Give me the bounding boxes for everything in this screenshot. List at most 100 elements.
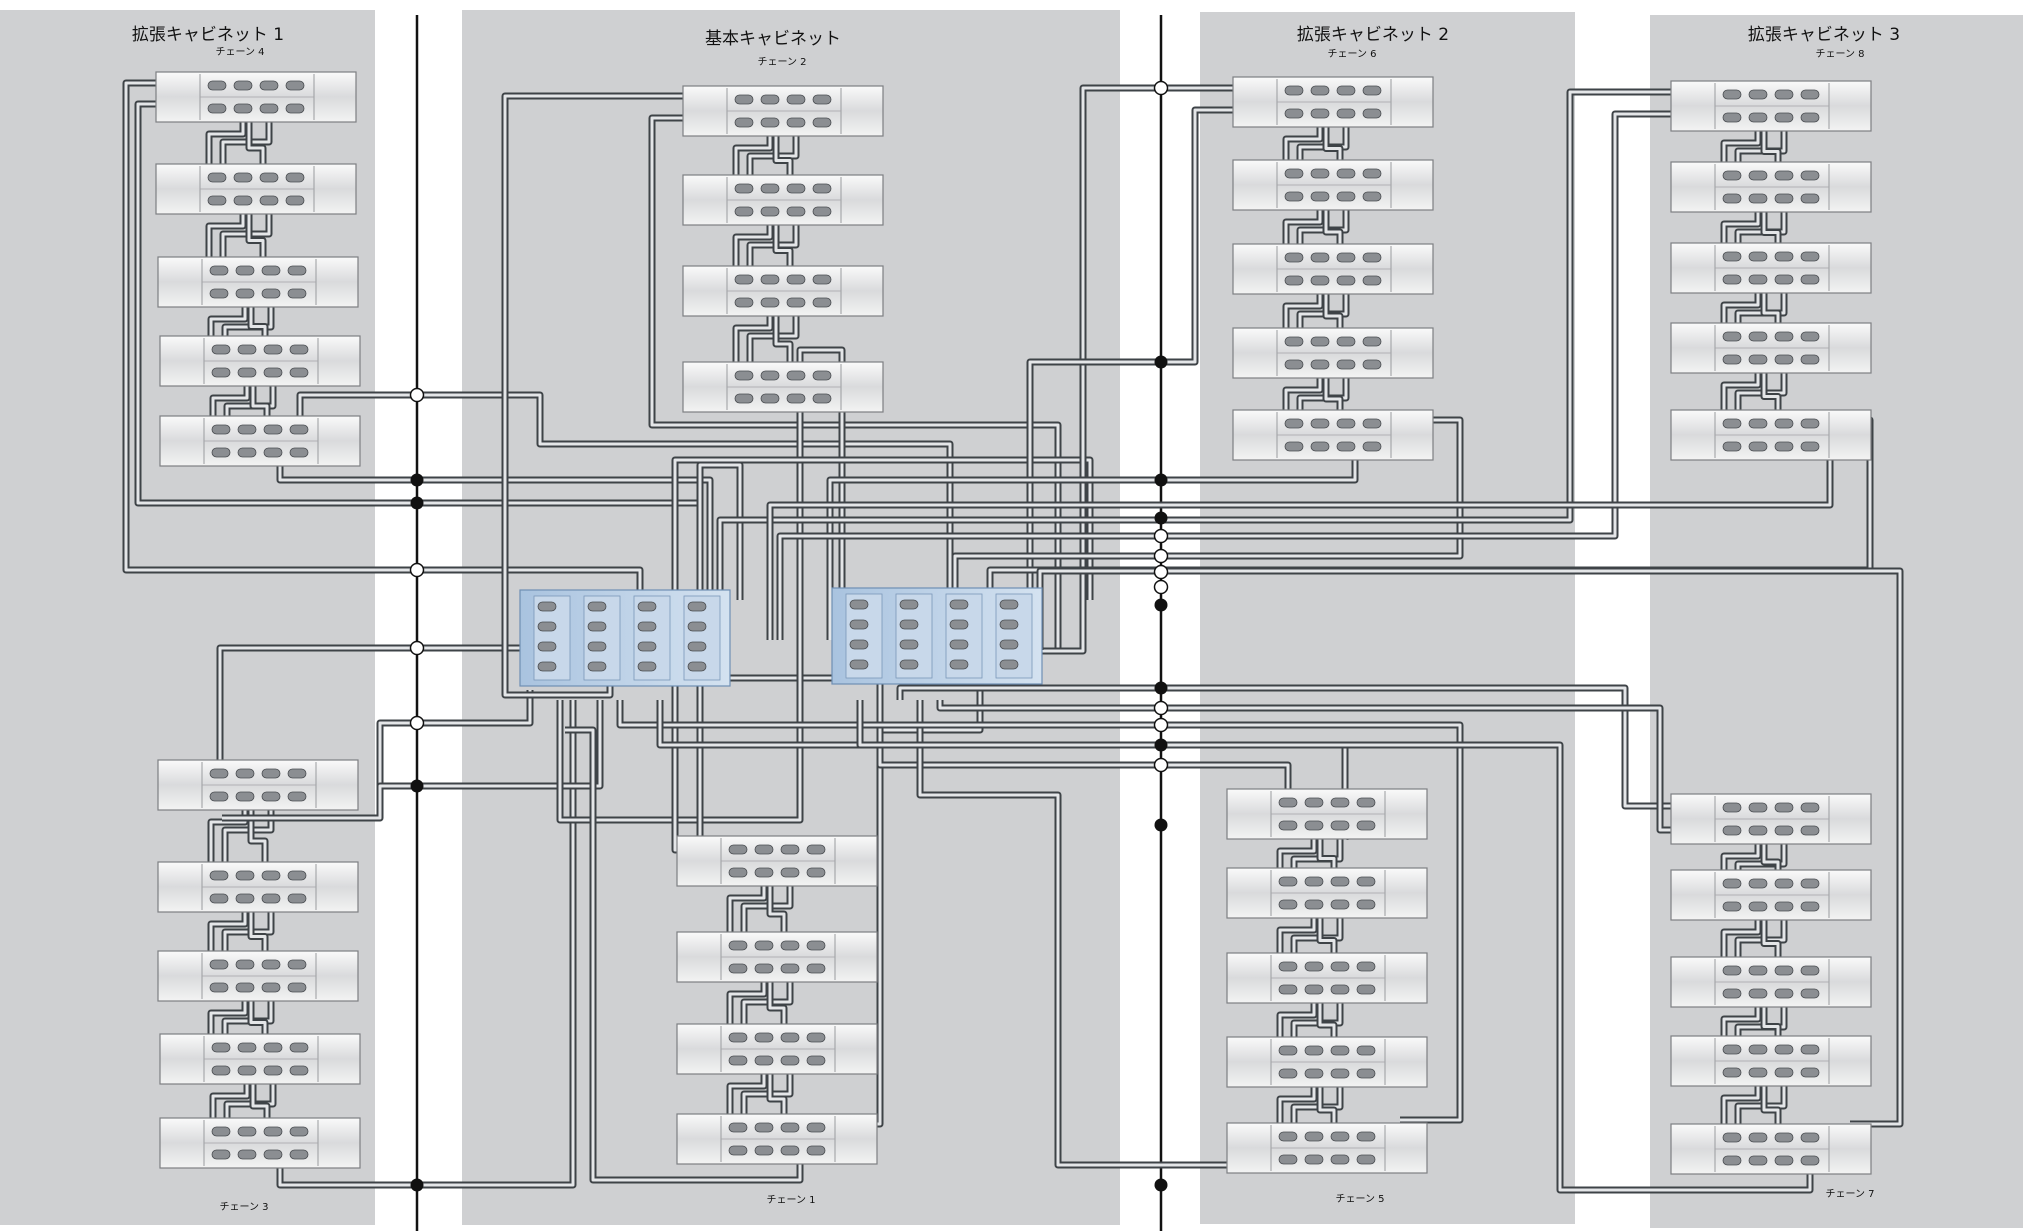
disk-shelf-chain8-4 [1670, 322, 1872, 374]
sas-port-icon [780, 867, 800, 878]
sas-port-icon [1748, 1044, 1768, 1055]
sas-port-icon [1774, 274, 1794, 285]
disk-shelf-chain7-5 [1670, 1123, 1872, 1175]
sas-port-icon [1310, 336, 1330, 347]
cable-junction-dot [1154, 598, 1168, 612]
sas-port-icon [1336, 108, 1356, 119]
sas-port-icon [899, 659, 919, 670]
sas-port-icon [211, 1126, 231, 1137]
sas-port-icon [1304, 1131, 1324, 1142]
sas-port-icon [1722, 988, 1742, 999]
sas-port-icon [812, 183, 832, 194]
sas-port-icon [1774, 354, 1794, 365]
sas-port-icon [1284, 168, 1304, 179]
disk-shelf-chain6-2 [1232, 159, 1434, 211]
sas-port-icon [261, 768, 281, 779]
sas-port-icon [211, 1065, 231, 1076]
disk-shelf-chain5-1 [1226, 788, 1428, 840]
sas-port-icon [760, 297, 780, 308]
sas-port-icon [806, 963, 826, 974]
disk-shelf-chain4-4 [159, 335, 361, 387]
cable-junction-dot [410, 779, 424, 793]
sas-port-icon [1336, 336, 1356, 347]
chain-label-2: チェーン 2 [757, 56, 806, 68]
sas-port-icon [287, 288, 307, 299]
sas-port-icon [537, 661, 557, 672]
sas-port-icon [537, 621, 557, 632]
sas-port-icon [849, 599, 869, 610]
sas-port-icon [786, 117, 806, 128]
cable-junction-dot [1154, 355, 1168, 369]
trunk-cable-core [278, 466, 712, 595]
chain-label-3: チェーン 3 [219, 1201, 268, 1213]
sas-port-icon [812, 274, 832, 285]
daisy-cable-core [768, 877, 786, 945]
sas-port-icon [806, 1055, 826, 1066]
sas-port-icon [1800, 901, 1820, 912]
sas-port-icon [1310, 359, 1330, 370]
sas-port-icon [1800, 354, 1820, 365]
sas-port-icon [949, 659, 969, 670]
chain-label-4: チェーン 4 [215, 46, 264, 58]
sas-port-icon [237, 1042, 257, 1053]
sas-port-icon [285, 103, 305, 114]
sas-port-icon [734, 274, 754, 285]
sas-port-icon [760, 206, 780, 217]
sas-port-icon [1304, 1068, 1324, 1079]
sas-port-icon [261, 870, 281, 881]
sas-port-icon [1722, 112, 1742, 123]
daisy-cable-core [774, 216, 792, 279]
sas-port-icon [780, 1145, 800, 1156]
cable-junction-dot [1153, 548, 1169, 564]
disk-shelf-chain4-1 [155, 71, 357, 123]
sas-port-icon [1800, 1155, 1820, 1166]
sas-port-icon [728, 1145, 748, 1156]
sas-port-icon [537, 601, 557, 612]
sas-port-icon [1800, 878, 1820, 889]
sas-port-icon [1330, 1154, 1350, 1165]
sas-port-icon [1774, 89, 1794, 100]
sas-port-icon [999, 599, 1019, 610]
sas-port-icon [786, 274, 806, 285]
sas-port-icon [289, 447, 309, 458]
sas-port-icon [235, 288, 255, 299]
sas-port-icon [1278, 820, 1298, 831]
sas-port-icon [263, 367, 283, 378]
sas-port-icon [1748, 112, 1768, 123]
sas-port-icon [1748, 418, 1768, 429]
sas-port-icon [949, 599, 969, 610]
disk-shelf-chain1-4 [676, 1113, 878, 1165]
daisy-cable-core [768, 973, 786, 1037]
sas-port-icon [285, 195, 305, 206]
sas-port-icon [1304, 876, 1324, 887]
sas-port-icon [949, 639, 969, 650]
sas-port-icon [728, 1122, 748, 1133]
sas-port-icon [760, 370, 780, 381]
chain-label-5: チェーン 5 [1335, 1193, 1384, 1205]
sas-port-icon [812, 297, 832, 308]
sas-port-icon [1722, 1067, 1742, 1078]
sas-port-icon [263, 344, 283, 355]
sas-port-icon [211, 1149, 231, 1160]
sas-port-icon [1304, 820, 1324, 831]
disk-shelf-chain3-5 [159, 1117, 361, 1169]
sas-port-icon [233, 172, 253, 183]
disk-shelf-chain5-5 [1226, 1122, 1428, 1174]
sas-port-icon [1774, 441, 1794, 452]
chain-label-1: チェーン 1 [766, 1194, 815, 1206]
sas-port-icon [1748, 825, 1768, 836]
sas-port-icon [1278, 1131, 1298, 1142]
sas-port-icon [209, 288, 229, 299]
sas-port-icon [289, 344, 309, 355]
sas-port-icon [263, 447, 283, 458]
sas-port-icon [1284, 108, 1304, 119]
sas-port-icon [1800, 418, 1820, 429]
trunk-cable-core [650, 348, 844, 680]
sas-port-icon [786, 393, 806, 404]
sas-port-icon [587, 621, 607, 632]
sas-port-icon [1362, 359, 1382, 370]
sas-port-icon [734, 117, 754, 128]
cable-junction-dot [1153, 717, 1169, 733]
sas-port-icon [1800, 112, 1820, 123]
sas-port-icon [1330, 797, 1350, 808]
